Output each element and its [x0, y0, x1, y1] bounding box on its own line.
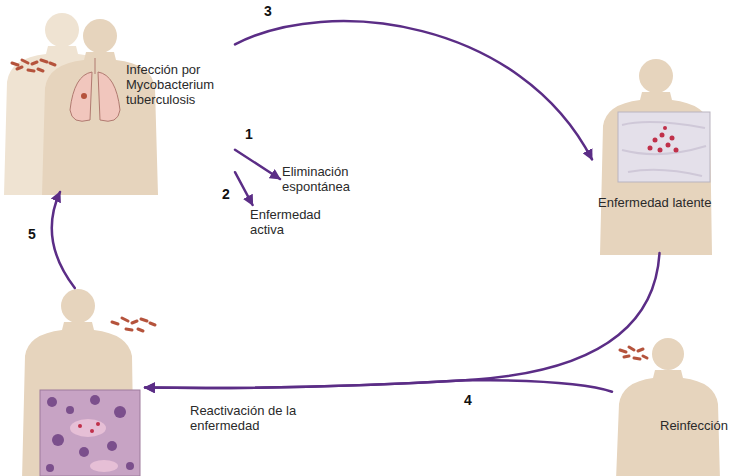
figure-node: Infección por Mycobacterium tuberculosis: [20, 12, 235, 192]
head: [652, 338, 684, 370]
bacteria: [12, 60, 55, 71]
callout-number: 1: [243, 126, 255, 142]
callout-number: 2: [220, 186, 232, 202]
node-label: Infección por Mycobacterium tuberculosis: [126, 62, 232, 107]
process-arrow: [145, 253, 660, 388]
callout-number: 5: [26, 226, 38, 242]
process-arrow: [235, 172, 253, 205]
bacilli: [112, 318, 155, 331]
person-figure: [42, 19, 158, 195]
node-label: Eliminación espontánea: [282, 164, 370, 194]
lungs: [70, 58, 120, 121]
outcome-text-node: Enfermedad activa: [248, 205, 340, 239]
tissue-section: [618, 112, 710, 182]
outcome-text-node: Eliminación espontánea: [280, 162, 372, 196]
lung-lobe: [98, 72, 120, 121]
tissue-texture: [622, 122, 706, 176]
head: [639, 59, 673, 93]
callout-number: 3: [262, 3, 274, 19]
infection-focus: [81, 93, 87, 99]
cell-nuclei: [46, 395, 134, 472]
necrosis: [70, 419, 118, 472]
figure-node: Reactivación de la enfermedad: [15, 288, 145, 476]
trachea: [95, 58, 96, 74]
bacilli-stain: [78, 422, 100, 433]
bacteria: [112, 318, 155, 331]
person-figure: [616, 338, 720, 476]
histology-inset: [618, 112, 710, 182]
bacteria: [620, 347, 647, 359]
lung-lobe: [70, 72, 92, 121]
callout-number: 4: [462, 392, 474, 408]
head: [61, 289, 95, 323]
node-label: Reinfección: [660, 418, 728, 433]
head: [45, 13, 79, 47]
bacilli-stain: [648, 126, 679, 153]
bacilli: [620, 347, 647, 359]
figure-node: Reinfección: [612, 340, 727, 476]
process-arrow: [235, 21, 592, 159]
process-arrow: [52, 192, 75, 288]
histology-inset: [40, 390, 140, 476]
process-arrow: [235, 150, 280, 179]
body: [600, 92, 712, 255]
node-label: Enfermedad latente: [598, 195, 711, 210]
figure-node: Enfermedad latente: [592, 58, 727, 253]
node-label: Enfermedad activa: [250, 207, 338, 237]
node-label: Reactivación de la enfermedad: [190, 403, 315, 433]
tissue-section: [40, 390, 140, 476]
bacilli: [12, 60, 55, 71]
process-arrow: [145, 380, 612, 392]
person-figure: [600, 59, 712, 255]
head: [83, 19, 117, 53]
